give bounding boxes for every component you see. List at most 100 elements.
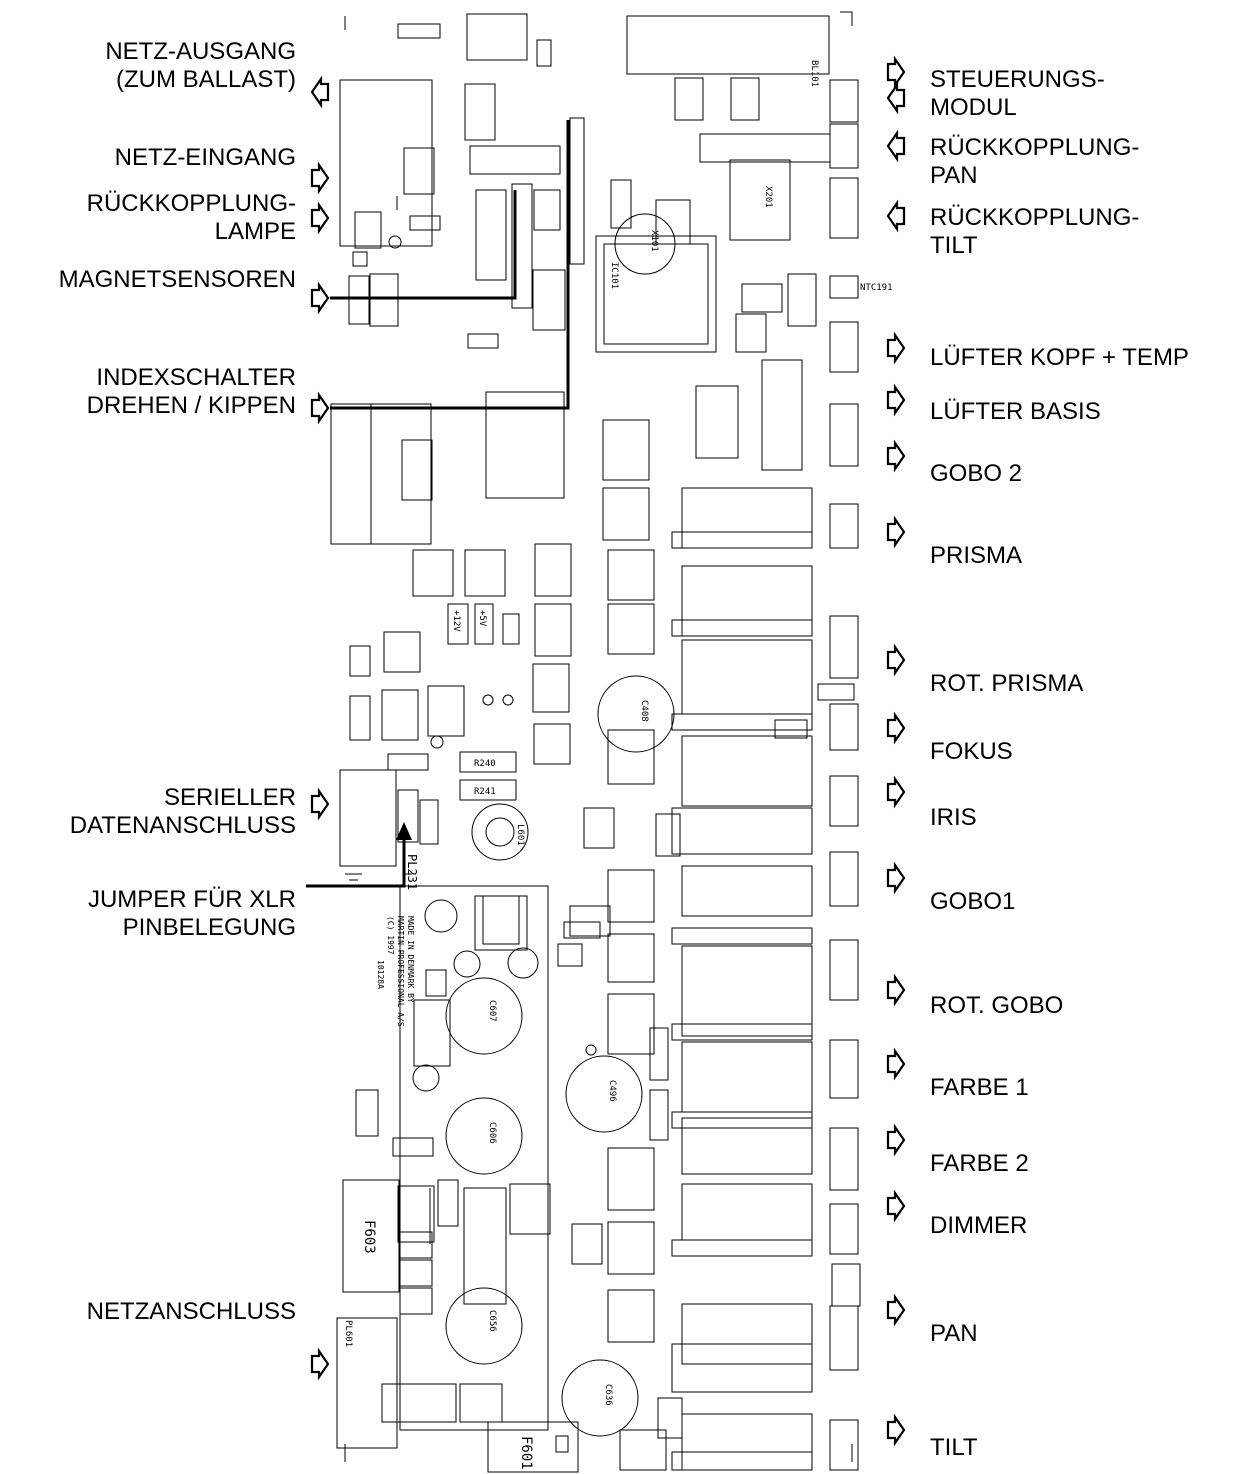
label-line: TILT xyxy=(930,232,978,259)
label-line: IRIS xyxy=(930,804,977,831)
pcb-text-c606: C606 xyxy=(487,1122,497,1144)
arrow-iris xyxy=(886,777,906,807)
label-iris: IRIS xyxy=(930,804,977,832)
label-line: GOBO1 xyxy=(930,888,1016,915)
label-prisma: PRISMA xyxy=(930,542,1022,570)
label-pan: PAN xyxy=(930,1320,978,1348)
arrow-gobo1 xyxy=(886,863,906,893)
label-line: SERIELLER xyxy=(163,784,296,811)
pcb-text-r240: R240 xyxy=(474,759,496,769)
label-line: TILT xyxy=(930,1434,978,1461)
leader-lines xyxy=(306,120,570,888)
pcb-text-f601: F601 xyxy=(518,1436,534,1470)
label-farbe2: FARBE 2 xyxy=(930,1150,1029,1178)
label-line: FARBE 1 xyxy=(930,1074,1029,1101)
right-arrows xyxy=(886,57,906,1445)
pcb-text-x101: X101 xyxy=(649,230,659,252)
label-gobo2: GOBO 2 xyxy=(930,460,1022,488)
pcb-silkscreen: BL101 IC101 X101 X201 NTC191 L601 F603 F… xyxy=(343,60,893,1470)
label-line: RÜCKKOPPLUNG- xyxy=(930,134,1140,161)
pcb-text-c607: C607 xyxy=(487,1000,497,1022)
arrow-netz-eingang xyxy=(310,163,330,193)
arrow-serieller-datenanschluss xyxy=(310,789,330,819)
label-line: GOBO 2 xyxy=(930,460,1023,487)
label-line: NETZ-EINGANG xyxy=(114,144,296,171)
arrow-steuerungsmodul-2 xyxy=(886,83,906,113)
label-dimmer: DIMMER xyxy=(930,1212,1027,1240)
pcb-text-plus12v: +12V xyxy=(451,610,461,632)
pcb-text-r241: R241 xyxy=(474,787,496,797)
pcb-text-top-connector: BL101 xyxy=(809,60,819,87)
arrow-rot-prisma xyxy=(886,645,906,675)
label-line: DIMMER xyxy=(930,1212,1028,1239)
arrow-gobo2 xyxy=(886,441,906,471)
label-fokus: FOKUS xyxy=(930,738,1013,766)
label-line: FARBE 2 xyxy=(930,1150,1029,1177)
arrow-magnetsensoren xyxy=(310,283,330,313)
label-line: NETZ-AUSGANG xyxy=(105,38,296,65)
label-line: (ZUM BALLAST) xyxy=(115,66,296,93)
arrow-netzanschluss xyxy=(310,1349,330,1379)
arrow-pan xyxy=(886,1295,906,1325)
arrow-fokus xyxy=(886,713,906,743)
arrow-luefter-kopf xyxy=(886,333,906,363)
label-line: JUMPER FÜR XLR xyxy=(87,886,296,913)
pcb-text-c636: C636 xyxy=(603,1384,613,1406)
leader-jumper xyxy=(306,840,406,888)
pcb-text-pl601: PL601 xyxy=(343,1320,353,1347)
label-line: INDEXSCHALTER xyxy=(96,364,296,391)
label-line: STEUERUNGS- xyxy=(930,66,1105,93)
arrow-rueckkopplung-lampe xyxy=(310,203,330,233)
label-line: MAGNETSENSOREN xyxy=(58,266,296,293)
pcb-text-c496: C496 xyxy=(607,1080,617,1102)
pcb-text-x201: X201 xyxy=(763,186,773,208)
label-farbe1: FARBE 1 xyxy=(930,1074,1029,1102)
label-magnetsensoren: MAGNETSENSOREN xyxy=(59,266,296,294)
label-line: RÜCKKOPPLUNG- xyxy=(930,204,1140,231)
arrow-luefter-basis xyxy=(886,385,906,415)
arrow-steuerungsmodul xyxy=(886,57,906,87)
board-corner-marks xyxy=(344,11,853,1462)
smd-components xyxy=(401,133,831,1471)
pcb-text-ntc: NTC191 xyxy=(860,283,893,293)
label-line: FOKUS xyxy=(930,738,1013,765)
label-steuerungsmodul: STEUERUNGS- MODUL xyxy=(930,66,1105,122)
arrow-dimmer xyxy=(886,1191,906,1221)
pcb-text-pl231: PL231 xyxy=(405,854,419,890)
arrow-netz-ausgang xyxy=(310,77,330,107)
label-luefter-basis: LÜFTER BASIS xyxy=(930,398,1101,426)
arrow-prisma xyxy=(886,517,906,547)
pcb-text-made-in-3: (C) 1997 xyxy=(386,916,395,955)
pcb-text-made-in-4: 10128A xyxy=(376,960,385,989)
label-line: DREHEN / KIPPEN xyxy=(86,392,296,419)
label-netzanschluss: NETZANSCHLUSS xyxy=(87,1298,296,1326)
pcb-text-l601: L601 xyxy=(515,824,525,846)
arrow-indexschalter xyxy=(310,393,330,423)
label-luefter-kopf: LÜFTER KOPF + TEMP xyxy=(930,344,1189,372)
label-line: PINBELEGUNG xyxy=(122,914,296,941)
label-jumper-xlr: JUMPER FÜR XLR PINBELEGUNG xyxy=(88,886,296,942)
label-line: MODUL xyxy=(930,94,1017,121)
label-line: ROT. PRISMA xyxy=(930,670,1084,697)
label-rot-prisma: ROT. PRISMA xyxy=(930,670,1083,698)
label-line: LAMPE xyxy=(214,218,296,245)
arrow-farbe2 xyxy=(886,1125,906,1155)
pcb-text-ic101: IC101 xyxy=(609,262,619,289)
label-rueckkopplung-pan: RÜCKKOPPLUNG- PAN xyxy=(930,134,1139,190)
label-tilt: TILT xyxy=(930,1434,978,1462)
label-netz-ausgang: NETZ-AUSGANG (ZUM BALLAST) xyxy=(105,38,296,94)
label-indexschalter: INDEXSCHALTER DREHEN / KIPPEN xyxy=(87,364,296,420)
label-netz-eingang: NETZ-EINGANG xyxy=(115,144,296,172)
label-line: PRISMA xyxy=(930,542,1023,569)
pcb-text-c656: C656 xyxy=(487,1310,497,1332)
label-gobo1: GOBO1 xyxy=(930,888,1015,916)
pcb-text-f603: F603 xyxy=(361,1220,377,1254)
pcb-text-made-in-1: MADE IN DENMARK BY xyxy=(406,916,415,1003)
label-line: LÜFTER BASIS xyxy=(930,398,1101,425)
arrow-rueckkopplung-pan xyxy=(886,131,906,161)
leader-indexschalter xyxy=(330,120,570,410)
pcb-text-made-in-2: MARTIN PROFESSIONAL A/S xyxy=(396,916,405,1027)
label-line: LÜFTER KOPF + TEMP xyxy=(930,344,1189,371)
label-rueckkopplung-lampe: RÜCKKOPPLUNG- LAMPE xyxy=(87,190,296,246)
